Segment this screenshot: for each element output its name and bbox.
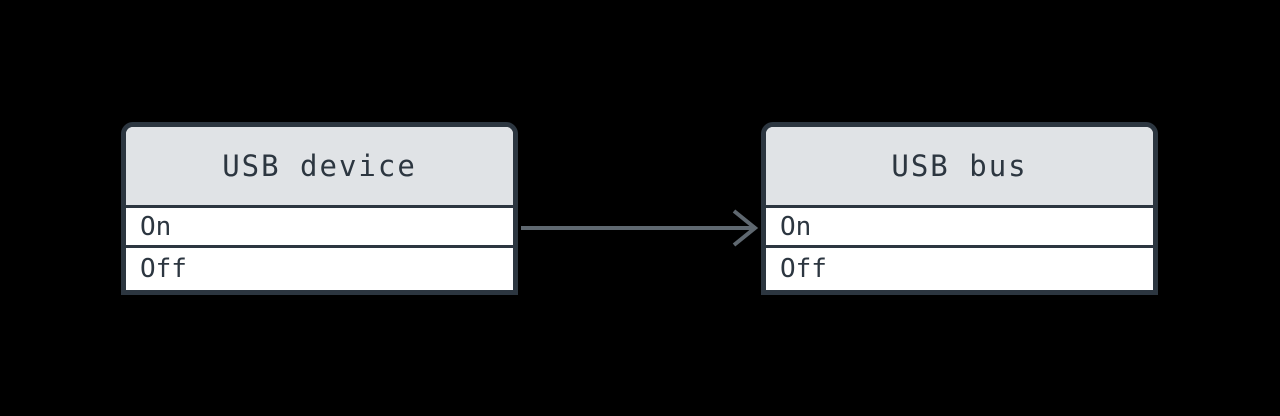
node-usb-device-row-off: Off <box>126 248 513 290</box>
node-usb-bus: USB bus On Off <box>761 122 1158 295</box>
node-usb-device-row-on: On <box>126 208 513 248</box>
node-usb-bus-row-on: On <box>766 208 1153 248</box>
node-usb-bus-row-off: Off <box>766 248 1153 290</box>
edge-open-arrowhead-icon <box>732 209 759 247</box>
node-usb-device: USB device On Off <box>121 122 518 295</box>
node-usb-bus-title: USB bus <box>766 127 1153 208</box>
node-usb-device-title: USB device <box>126 127 513 208</box>
